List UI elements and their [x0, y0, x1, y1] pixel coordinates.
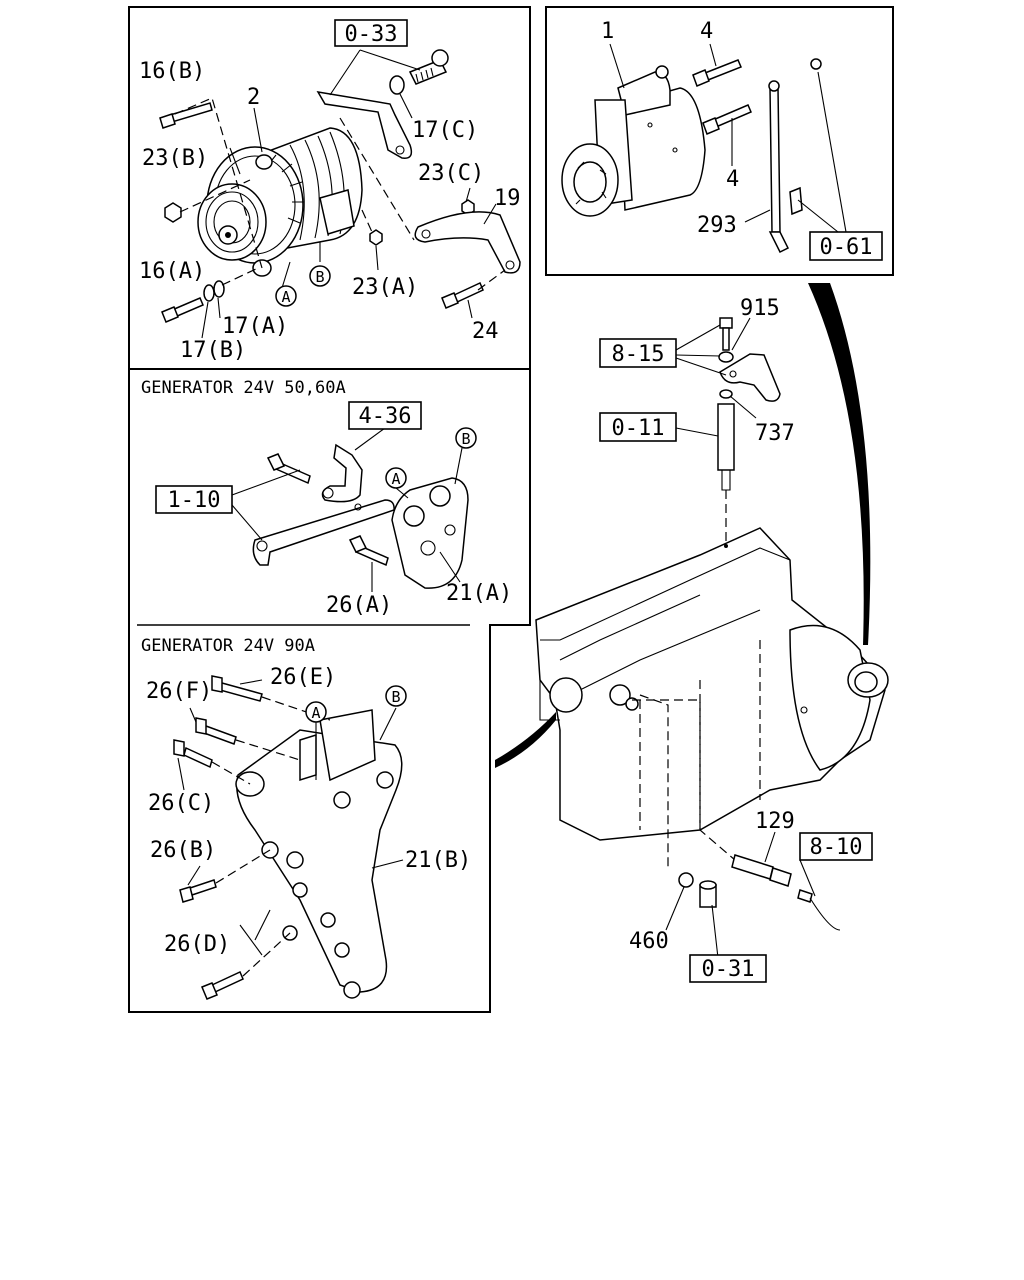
svg-text:8-15: 8-15 — [612, 342, 665, 367]
section-title-90a: GENERATOR 24V 90A — [141, 636, 315, 656]
label-17c: 17(C) — [412, 118, 478, 143]
label-915: 915 — [740, 296, 780, 321]
svg-text:A: A — [281, 288, 290, 306]
ref-box-0-61[interactable]: 0-61 — [809, 231, 883, 261]
section-title-50-60a: GENERATOR 24V 50,60A — [141, 378, 346, 398]
starter-assembly — [561, 58, 822, 254]
label-21a: 21(A) — [446, 581, 512, 606]
bolt-16b — [159, 102, 213, 129]
bracket-90a — [173, 675, 403, 1000]
svg-text:4-36: 4-36 — [359, 404, 412, 429]
bolt-24 — [441, 281, 484, 309]
marker-a-panel-3: A — [305, 701, 327, 723]
alternator-upper-bracket — [316, 90, 413, 159]
label-26e: 26(E) — [270, 665, 336, 690]
label-129: 129 — [755, 809, 795, 834]
label-24: 24 — [472, 319, 499, 344]
panel-frames — [128, 6, 894, 1013]
svg-text:B: B — [315, 268, 324, 286]
ref-box-8-10[interactable]: 8-10 — [799, 832, 873, 861]
engine-block — [535, 527, 889, 841]
ref-box-0-33[interactable]: 0-33 — [334, 19, 408, 47]
svg-text:0-11: 0-11 — [612, 416, 665, 441]
ref-box-1-10[interactable]: 1-10 — [155, 485, 233, 514]
svg-text:A: A — [391, 470, 400, 488]
nut-23b — [164, 202, 182, 223]
bolt-upper — [408, 49, 449, 85]
label-17a: 17(A) — [222, 314, 288, 339]
svg-text:B: B — [461, 430, 470, 448]
label-460: 460 — [629, 929, 669, 954]
leader-lines-panel-1 — [174, 49, 506, 339]
label-19: 19 — [494, 186, 521, 211]
bracket-50-60a — [252, 443, 469, 589]
label-737: 737 — [755, 421, 795, 446]
leader-lines-panel-6 — [665, 831, 816, 959]
marker-b-panel-3: B — [385, 685, 407, 707]
ref-box-4-36[interactable]: 4-36 — [348, 401, 422, 430]
label-23c: 23(C) — [418, 161, 484, 186]
part-labels: 16(B) 2 17(C) 23(B) 23(C) 19 16(A) 23(A)… — [139, 19, 795, 957]
leader-lines-panel-3 — [177, 679, 404, 977]
label-26b: 26(B) — [150, 838, 216, 863]
label-16a: 16(A) — [139, 259, 205, 284]
washer-17c — [389, 75, 405, 95]
label-4-upper: 4 — [700, 19, 713, 44]
label-26c: 26(C) — [148, 791, 214, 816]
sensor-and-plug — [632, 694, 841, 931]
swoosh-right — [808, 283, 871, 645]
svg-text:0-61: 0-61 — [820, 235, 873, 260]
svg-text:8-10: 8-10 — [810, 835, 863, 860]
alternator-assembly — [197, 127, 363, 277]
nut-23c — [461, 199, 475, 216]
ref-box-8-15[interactable]: 8-15 — [599, 338, 677, 368]
nut-23a — [369, 229, 383, 246]
label-23a: 23(A) — [352, 275, 418, 300]
leader-lines-panel-5 — [675, 317, 757, 437]
leader-lines-panel-4 — [609, 43, 847, 233]
ref-box-0-31[interactable]: 0-31 — [689, 954, 767, 983]
marker-b-panel-2: B — [455, 427, 477, 449]
label-23b: 23(B) — [142, 146, 208, 171]
engine-hanger-assembly — [717, 317, 781, 545]
label-1: 1 — [601, 19, 614, 44]
label-293: 293 — [697, 213, 737, 238]
leader-lines-panel-2 — [231, 427, 463, 592]
marker-a-panel-1: A — [275, 285, 297, 307]
label-26d: 26(D) — [164, 932, 230, 957]
ref-box-0-11[interactable]: 0-11 — [599, 412, 677, 442]
svg-text:B: B — [391, 688, 400, 706]
label-4-lower: 4 — [726, 167, 739, 192]
label-26f: 26(F) — [146, 679, 212, 704]
adjusting-bar-19 — [414, 211, 521, 274]
svg-text:0-33: 0-33 — [345, 22, 398, 47]
label-2: 2 — [247, 85, 260, 110]
marker-b-panel-1: B — [309, 265, 331, 287]
label-17b: 17(B) — [180, 338, 246, 363]
label-21b: 21(B) — [405, 848, 471, 873]
marker-a-panel-2: A — [385, 467, 407, 489]
label-26a: 26(A) — [326, 593, 392, 618]
svg-text:A: A — [311, 704, 320, 722]
label-16b: 16(B) — [139, 59, 205, 84]
swoosh-left — [495, 712, 556, 768]
svg-text:0-31: 0-31 — [702, 957, 755, 982]
bolt-16a — [161, 280, 225, 323]
svg-text:1-10: 1-10 — [168, 488, 221, 513]
